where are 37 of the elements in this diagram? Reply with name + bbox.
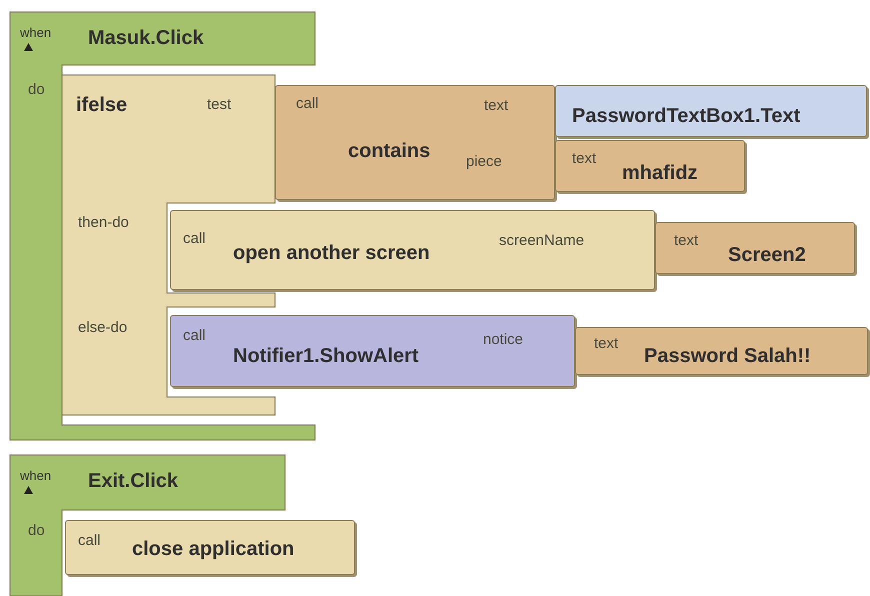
block-label: text [674, 233, 698, 248]
block-label: call [183, 231, 206, 246]
block-title: Password Salah!! [644, 346, 811, 366]
block-label: ifelse [76, 95, 128, 115]
block-title: Masuk.Click [88, 28, 204, 48]
block-title: open another screen [233, 243, 430, 263]
block-title: PasswordTextBox1.Text [572, 106, 800, 126]
call-block [170, 210, 655, 290]
block-label: else-do [78, 320, 128, 335]
block-title: mhafidz [622, 163, 698, 183]
call-block [170, 315, 575, 387]
block-title: contains [348, 141, 430, 161]
block-title: close application [132, 539, 294, 559]
block-label: when [20, 26, 52, 39]
text-block [655, 222, 855, 274]
block-label: call [296, 96, 319, 111]
property-block [555, 85, 867, 137]
block-label: call [183, 328, 206, 343]
block-label: text [572, 151, 596, 166]
block-label: call [78, 533, 101, 548]
block-label: piece [466, 154, 502, 169]
text-block [555, 140, 745, 192]
block-label: text [594, 336, 618, 351]
block-title: test [207, 97, 232, 112]
block-label: notice [483, 332, 524, 347]
block-label: then-do [78, 215, 129, 230]
block-label: do [28, 523, 45, 538]
text-block [575, 327, 868, 375]
call-block [65, 520, 355, 575]
block-label: when [20, 469, 52, 482]
block-label: do [28, 82, 45, 97]
block-title: Notifier1.ShowAlert [233, 346, 419, 366]
block-title: Screen2 [728, 245, 806, 265]
block-label: text [484, 98, 508, 113]
block-label: screenName [499, 233, 584, 248]
call-block [275, 85, 555, 200]
block-title: Exit.Click [88, 471, 178, 491]
